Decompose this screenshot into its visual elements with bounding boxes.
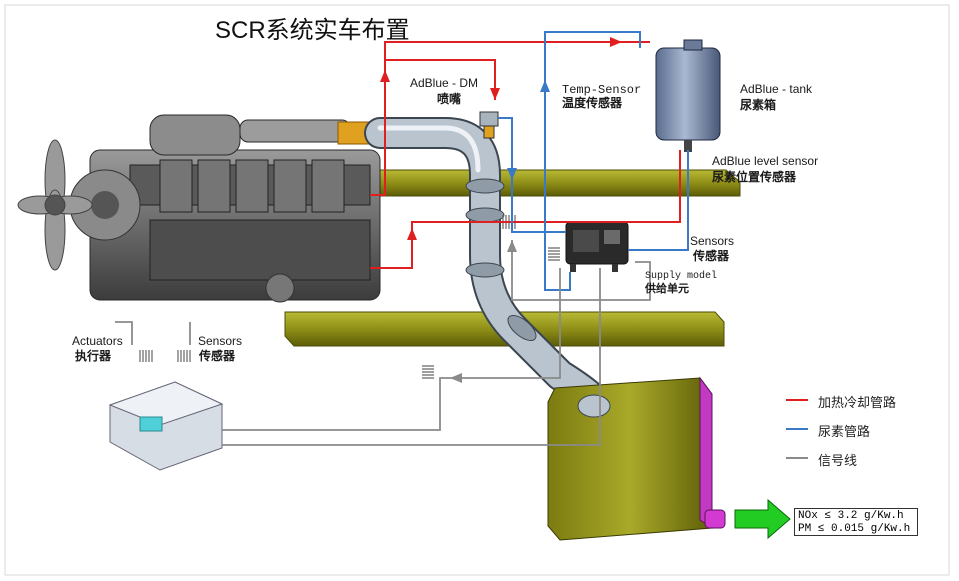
label-supply-model: Supply model — [645, 271, 718, 282]
scr-muffler — [547, 376, 726, 541]
label-actuators: Actuators — [72, 334, 123, 348]
engine-illustration — [69, 114, 381, 303]
heating-line-arrows — [380, 37, 622, 240]
pipe-clamps — [465, 178, 537, 342]
emission-pm: PM ≤ 0.015 g/Kw.h — [798, 523, 911, 535]
ecu-controller — [108, 381, 224, 471]
label-adblue-dm: AdBlue - DM — [410, 76, 479, 90]
diagram-title: SCR系统实车布置 — [215, 17, 410, 44]
legend-label-urea: 尿素管路 — [818, 424, 871, 439]
label-adblue-dm-cn: 喷嘴 — [437, 92, 462, 106]
heating-cooling-lines — [370, 41, 681, 269]
label-supply-model-cn: 供给单元 — [645, 283, 689, 295]
legend-label-signal: 信号线 — [818, 453, 858, 468]
exhaust-outlet-arrow — [734, 498, 791, 540]
label-level-sensor-cn: 尿素位置传感器 — [712, 170, 797, 184]
emission-limits-box: NOx ≤ 3.2 g/Kw.h PM ≤ 0.015 g/Kw.h — [794, 508, 918, 536]
chassis-rail-upper — [359, 169, 741, 197]
legend-label-heating: 加热冷却管路 — [818, 395, 897, 410]
label-adblue-tank: AdBlue - tank — [740, 82, 813, 96]
emission-nox: NOx ≤ 3.2 g/Kw.h — [798, 510, 904, 522]
urea-line-arrows — [507, 80, 550, 180]
supply-module — [565, 221, 629, 272]
label-sensors-left-cn: 传感器 — [199, 349, 236, 363]
frame-border — [4, 4, 950, 576]
adblue-tank — [655, 39, 721, 152]
label-sensors-right-cn: 传感器 — [693, 249, 730, 263]
label-temp-sensor: Temp-Sensor — [562, 83, 642, 97]
label-actuators-cn: 执行器 — [75, 349, 112, 363]
signal-line-arrows — [450, 240, 517, 383]
label-adblue-tank-cn: 尿素箱 — [740, 98, 777, 112]
label-temp-sensor-cn: 温度传感器 — [562, 96, 623, 110]
label-sensors-right: Sensors — [690, 234, 735, 248]
label-level-sensor: AdBlue level sensor — [712, 154, 819, 168]
signal-lines — [115, 240, 651, 446]
fan-illustration — [17, 139, 93, 271]
label-sensors-left: Sensors — [198, 334, 243, 348]
